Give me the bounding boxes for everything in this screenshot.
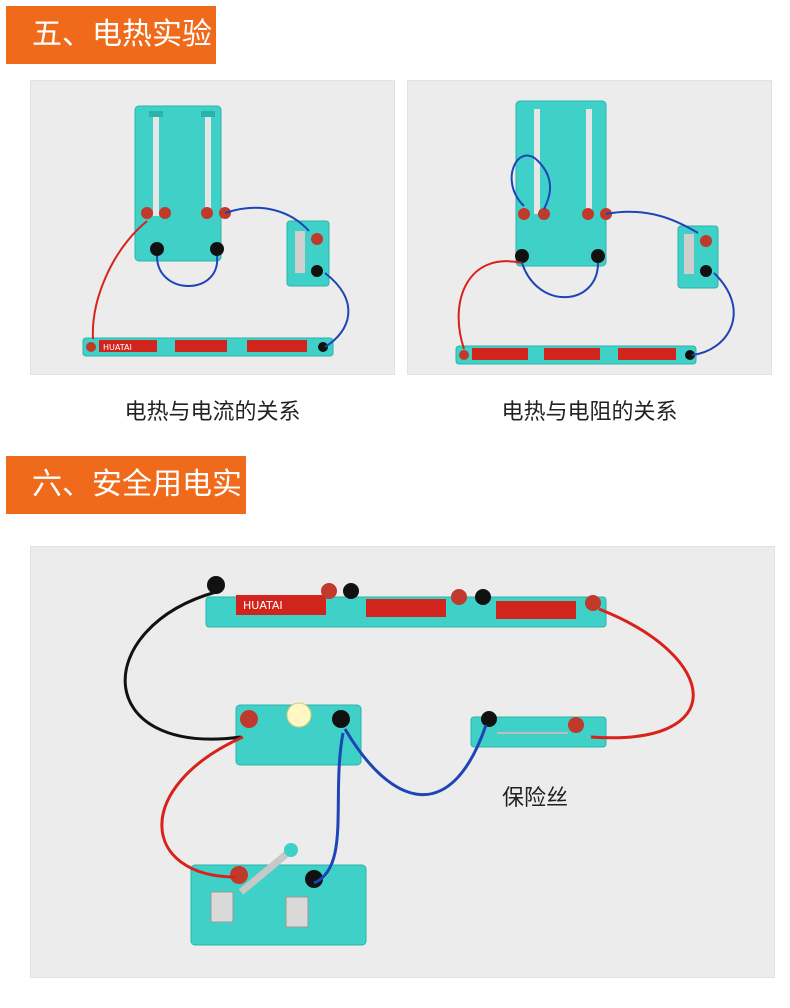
section-title: 六、安全用电实验 — [32, 467, 242, 560]
circuit-illustration: HUATAI — [123, 576, 695, 946]
photo-electrical-safety: HUATAI — [30, 546, 775, 978]
circuit-illustration: HUATAI — [82, 105, 350, 357]
section-header-electric-heat: 五、电热实验 — [6, 6, 216, 64]
section-header-electrical-safety: 六、安全用电实验 — [6, 456, 246, 560]
caption-heat-vs-resistance: 电热与电阻的关系 — [501, 400, 678, 425]
photo-heat-vs-current: HUATAI — [30, 80, 395, 375]
section-title: 五、电热实验 — [32, 17, 212, 52]
circuit-illustration — [455, 100, 735, 365]
caption-heat-vs-current: 电热与电流的关系 — [124, 400, 301, 425]
fuse-label: 保险丝 — [502, 786, 569, 811]
battery-label: HUATAI — [103, 343, 132, 352]
battery-label: HUATAI — [243, 599, 283, 612]
photo-heat-vs-resistance — [407, 80, 772, 375]
